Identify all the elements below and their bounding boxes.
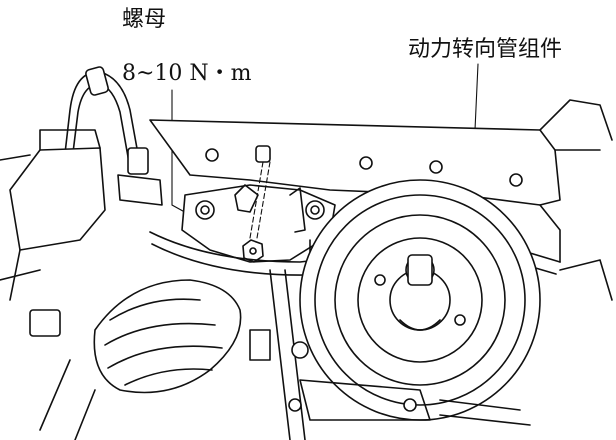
bracket-assembly [181,145,336,263]
misc-structure [0,154,613,301]
label-torque: 8~10 N・m [122,61,252,86]
label-power-steering-pipe: 动力转向管组件 [408,37,562,62]
pulley [299,179,541,421]
left-housing [9,129,106,301]
driveshaft-boot [29,279,242,440]
lower-link [249,269,531,440]
left-pipe [54,66,163,243]
label-nut: 螺母 [122,7,166,32]
frame-crossmember [149,99,613,206]
